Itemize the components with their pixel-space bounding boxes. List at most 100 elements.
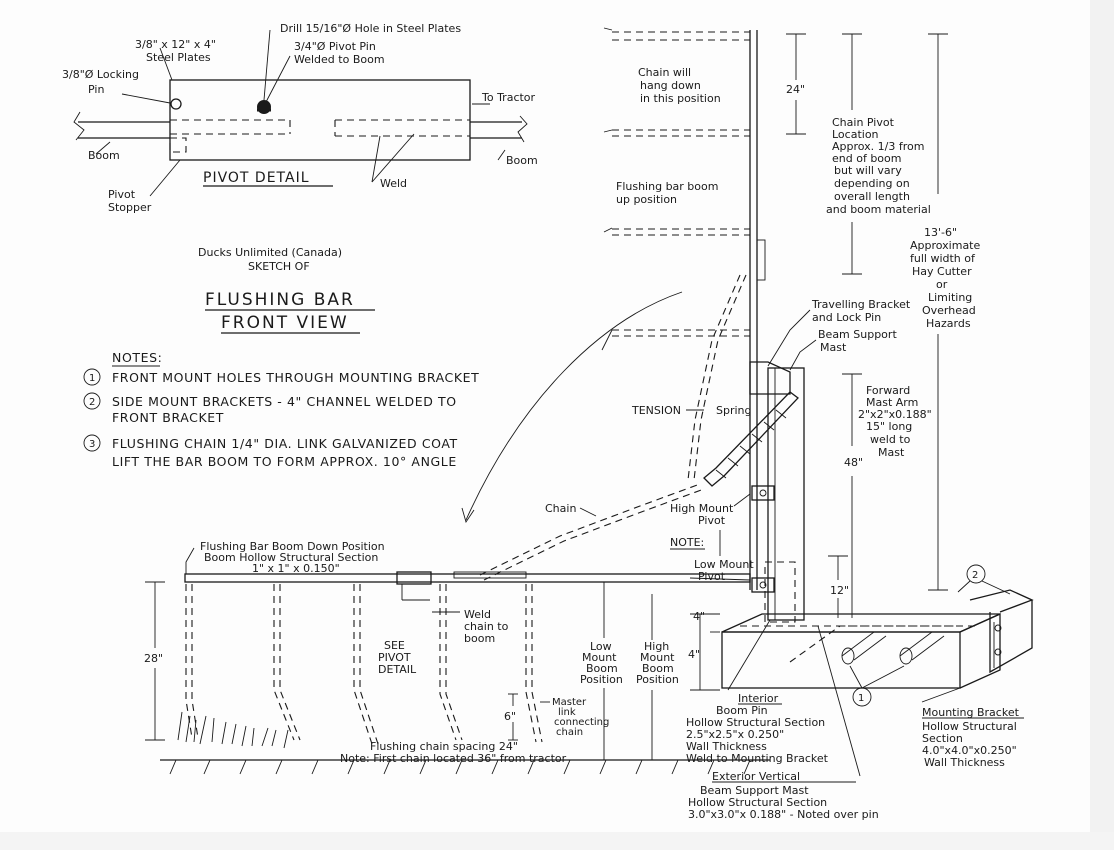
dim-12: 12" — [830, 584, 849, 597]
boom-down-3: 1" x 1" x 0.150" — [252, 562, 340, 575]
forward-1: Forward — [866, 384, 910, 397]
exterior-4: 3.0"x3.0"x 0.188" - Noted over pin — [688, 808, 879, 821]
beam-support-1: Beam Support — [818, 328, 897, 341]
boom-down-2: Boom Hollow Structural Section — [204, 551, 378, 564]
dim-48: 48" — [844, 456, 863, 469]
chains-up-position — [601, 27, 750, 481]
mast-assembly — [689, 30, 805, 623]
pivot-pin-dot — [257, 100, 271, 114]
chain-pivot-8: and boom material — [826, 203, 931, 216]
locking-pin-hole — [170, 98, 182, 110]
low-mount-2: Pivot — [698, 570, 726, 583]
note-1-text: FRONT MOUNT HOLES THROUGH MOUNTING BRACK… — [112, 370, 479, 385]
tension-chain — [479, 483, 705, 581]
side-channel — [969, 589, 1034, 613]
page-edge-right — [1090, 0, 1114, 850]
interior-5: Wall Thickness — [686, 740, 767, 753]
chain-pivot-7: overall length — [834, 190, 910, 203]
see-3: DETAIL — [378, 663, 417, 676]
master-1: Master — [552, 697, 587, 708]
ground-line — [160, 759, 770, 775]
chain-hang-2: hang down — [640, 79, 701, 92]
travelling-2: and Lock Pin — [812, 311, 881, 324]
pivot-detail: Drill 15/16"Ø Hole in Steel Plates 3/8" … — [62, 22, 538, 214]
chain-down-1 — [185, 584, 193, 739]
exterior-3: Hollow Structural Section — [688, 796, 827, 809]
label-pivot-pin-2: Welded to Boom — [294, 53, 385, 66]
label-weld: Weld — [380, 177, 407, 190]
width-5: or — [936, 278, 948, 291]
chain-hang-3: in this position — [640, 92, 721, 105]
forward-5: weld to — [870, 433, 911, 446]
weld-2: chain to — [464, 620, 509, 633]
tension-label: TENSION — [631, 404, 681, 417]
org-name: Ducks Unlimited (Canada) — [198, 246, 342, 259]
high-mount-pivot-bracket — [751, 485, 775, 501]
low-pos-3: Boom — [586, 662, 618, 675]
chain-pivot-5: but will vary — [834, 164, 902, 177]
dim-4a: 4" — [693, 610, 705, 623]
forward-3: 2"x2"x0.188" — [858, 408, 932, 421]
sketch-of: SKETCH OF — [248, 260, 310, 273]
low-pos-2: Mount — [582, 651, 617, 664]
high-mount-2: Pivot — [698, 514, 726, 527]
label-stopper-2: Stopper — [108, 201, 152, 214]
interior-2: Boom Pin — [716, 704, 768, 717]
forward-6: Mast — [878, 446, 905, 459]
chain-down-4 — [439, 584, 457, 741]
note-3-text: FLUSHING CHAIN 1/4" DIA. LINK GALVANIZED… — [112, 436, 458, 451]
chain-pivot-4: end of boom — [832, 152, 901, 165]
chain-down-3 — [353, 584, 373, 745]
chain-down-5 — [525, 584, 537, 743]
forward-2: Mast Arm — [866, 396, 918, 409]
note-2-number: 2 — [89, 397, 95, 408]
width-4: Hay Cutter — [912, 265, 972, 278]
low-mount-pivot-bracket — [751, 577, 775, 593]
high-mount-1: High Mount — [670, 502, 734, 515]
master-3: connecting — [554, 717, 609, 728]
circle-1-label: 1 — [858, 693, 864, 704]
boom-down-1: Flushing Bar Boom Down Position — [200, 540, 385, 553]
label-stopper: Pivot — [108, 188, 136, 201]
label-pivot-pin: 3/4"Ø Pivot Pin — [294, 40, 376, 53]
title-line-2: FRONT VIEW — [221, 313, 349, 333]
mounting-3: Section — [922, 732, 963, 745]
note-1-number: 1 — [89, 373, 95, 384]
master-2: link — [558, 707, 576, 718]
interior-1: Interior — [738, 692, 779, 705]
spacing-2: Note: First chain located 36" from tract… — [340, 752, 567, 765]
label-boom-left: Boom — [88, 149, 120, 162]
technical-drawing: Drill 15/16"Ø Hole in Steel Plates 3/8" … — [62, 22, 1034, 821]
chain-hang-1: Chain will — [638, 66, 691, 79]
width-2: Approximate — [910, 239, 980, 252]
note-2-text: SIDE MOUNT BRACKETS - 4" CHANNEL WELDED … — [112, 394, 457, 409]
mounting-5: Wall Thickness — [924, 756, 1005, 769]
grass — [177, 711, 289, 749]
drawing-heading: Ducks Unlimited (Canada) SKETCH OF FLUSH… — [198, 246, 375, 334]
label-boom-right: Boom — [506, 154, 538, 167]
interior-4: 2.5"x2.5"x 0.250" — [686, 728, 784, 741]
chain-weld-plate — [453, 571, 527, 579]
spring — [703, 391, 799, 487]
notes-block: NOTES: 1 FRONT MOUNT HOLES THROUGH MOUNT… — [83, 350, 479, 469]
label-plates: 3/8" x 12" x 4" — [135, 38, 216, 51]
boom-down-bar — [184, 573, 751, 583]
travelling-bracket — [749, 361, 791, 395]
note-3-number: 3 — [89, 439, 95, 450]
interior-3: Hollow Structural Section — [686, 716, 825, 729]
mounting-2: Hollow Structural — [922, 720, 1017, 733]
boom-left-break — [73, 111, 85, 141]
chain-pivot-6: depending on — [834, 177, 910, 190]
pivot-stopper-block — [169, 137, 187, 153]
spacing-1: Flushing chain spacing 24" — [370, 740, 518, 753]
boom-down-position — [184, 571, 751, 601]
chain-pivot-1: Chain Pivot — [832, 116, 895, 129]
width-7: Overhead — [922, 304, 976, 317]
spring-label: Spring — [716, 404, 752, 417]
pivot-plate-down — [396, 571, 432, 585]
width-8: Hazards — [926, 317, 971, 330]
width-1: 13'-6" — [924, 226, 957, 239]
weld-1: Weld — [464, 608, 491, 621]
low-mount-1: Low Mount — [694, 558, 754, 571]
beam-support-2: Mast — [820, 341, 847, 354]
